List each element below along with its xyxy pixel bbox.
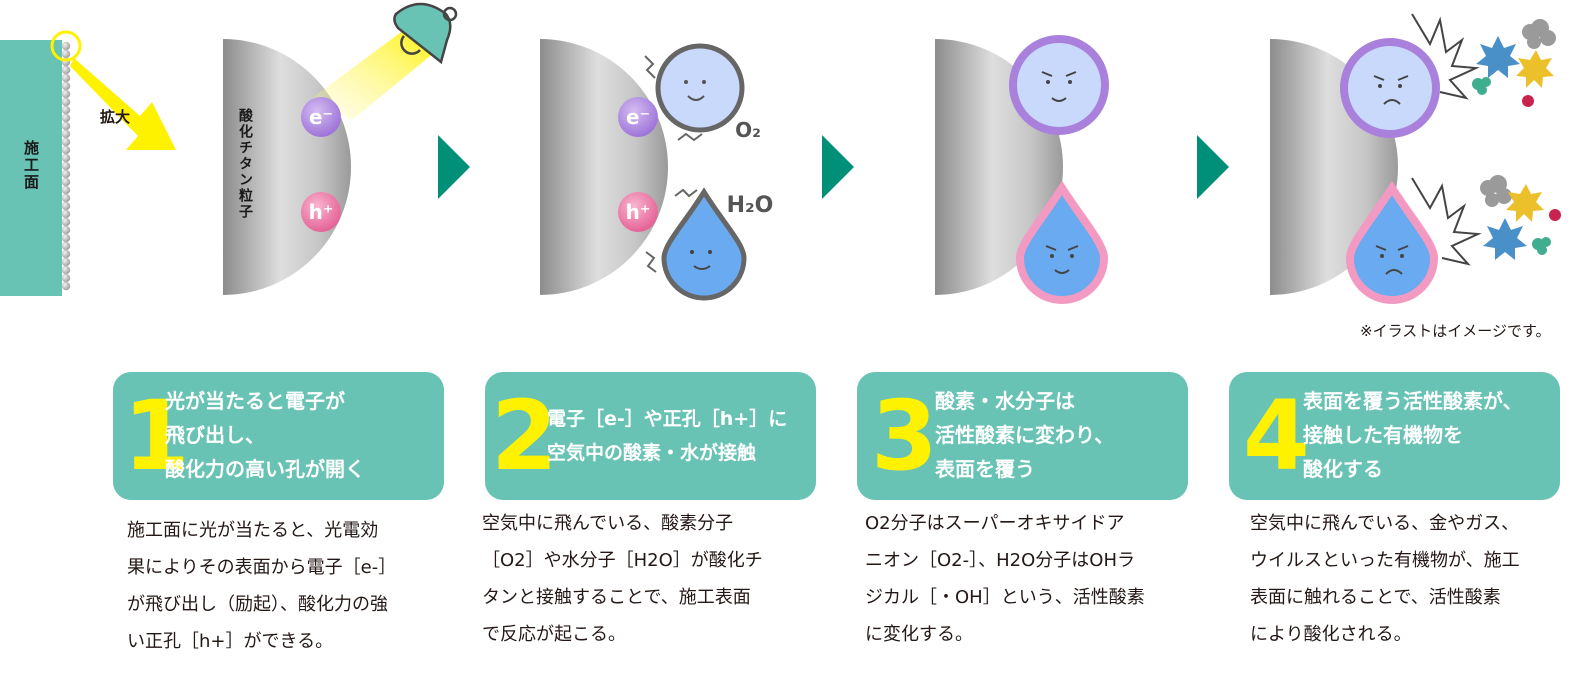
photocatalyst-illustration: e⁻ h⁺ e⁻ h⁺ O₂ H₂O [0,2,1561,304]
electron-label-2: e⁻ [626,105,650,129]
electron-ball-2 [618,97,658,137]
organic-contaminant-icons-bottom [1480,175,1561,260]
step-arrow-3 [1197,135,1229,199]
oxygen-label: O₂ [735,118,761,142]
hydroxyl-radical-icon [1015,180,1109,304]
step-4-number: 4 [1243,380,1310,492]
hole-label-2: h⁺ [626,200,651,224]
superoxide-icon [1009,35,1109,135]
step-2-body: 空気中に飛んでいる、酸素分子 ［O2］や水分子［H2O］が酸化チ タンと接触する… [482,513,763,645]
surface-bead [61,225,71,235]
hole-label-1: h⁺ [309,200,334,224]
surface-bead [61,113,71,123]
surface-bead [61,257,71,267]
water-drop-icon [645,187,747,301]
surface-label: 施工面 [22,140,40,191]
surface-bead [61,169,71,179]
step-arrow-2 [822,135,854,199]
surface-bead [61,81,71,91]
surface-bead [61,281,71,291]
step-2-box: 2 電子［e-］や正孔［h+］に 空気中の酸素・水が接触 [485,372,816,500]
zoom-circle [50,30,82,62]
surface-bead [61,209,71,219]
superoxide-attacking-icon [1340,13,1480,138]
step-1-body: 施工面に光が当たると、光電効 果によりその表面から電子［e-］ が飛び出し（励起… [127,520,397,652]
hole-ball-1 [301,192,341,232]
surface-bead [61,129,71,139]
step-3-heading: 酸素・水分子は 活性酸素に変わり、 表面を覆う [935,389,1115,481]
hole-ball-2 [618,192,658,232]
surface-bead [61,185,71,195]
electron-ball-1 [301,97,341,137]
step-3-body: O2分子はスーパーオキサイドア ニオン［O2-］、H2O分子はOHラ ジカル［・… [865,513,1145,645]
surface-bead [61,241,71,251]
step-2-heading: 電子［e-］や正孔［h+］に 空気中の酸素・水が接触 [547,408,788,464]
step-1-heading: 光が当たると電子が 飛び出し、 酸化力の高い孔が開く [165,389,365,481]
surface-bead [61,201,71,211]
surface-bead [61,249,71,259]
tio2-particle-2 [540,39,668,295]
surface-bead [61,89,71,99]
step-1-number: 1 [123,380,190,492]
step-4-heading: 表面を覆う活性酸素が、 接触した有機物を 酸化する [1303,389,1523,481]
step-arrow-1 [438,135,470,199]
surface-bead [61,65,71,75]
step-3-box: 3 酸素・水分子は 活性酸素に変わり、 表面を覆う [857,372,1188,500]
surface-bead [61,233,71,243]
electron-label-1: e⁻ [309,105,333,129]
surface-bead [61,49,71,59]
hydroxyl-attacking-icon [1345,177,1482,304]
surface-bead [61,193,71,203]
surface-particle-layer [61,41,71,291]
surface-bead [61,97,71,107]
step-3-number: 3 [871,380,938,492]
step-4-body: 空気中に飛んでいる、金やガス、 ウイルスといった有機物が、施工 表面に触れること… [1250,513,1520,645]
surface-bead [61,73,71,83]
step-2-number: 2 [491,380,558,492]
surface-bead [61,153,71,163]
surface-bead [61,145,71,155]
surface-block [0,40,62,296]
surface-bead [61,265,71,275]
surface-bead [61,137,71,147]
organic-contaminant-icons-top [1472,19,1556,107]
water-label: H₂O [727,193,774,218]
lamp-icon [393,2,458,65]
step-4-box: 4 表面を覆う活性酸素が、 接触した有機物を 酸化する [1229,372,1560,500]
surface-bead [61,161,71,171]
zoom-arrow [70,58,176,150]
surface-bead [61,273,71,283]
surface-bead [61,121,71,131]
surface-bead [61,217,71,227]
surface-bead [61,105,71,115]
particle-label: 酸化チタン粒子 [237,108,253,220]
illustration-note: ※イラストはイメージです。 [1360,322,1551,340]
zoom-label: 拡大 [100,108,131,126]
surface-bead [61,41,71,51]
oxygen-molecule-icon [644,43,745,142]
surface-bead [61,177,71,187]
step-1-box: 1 光が当たると電子が 飛び出し、 酸化力の高い孔が開く [113,372,444,500]
